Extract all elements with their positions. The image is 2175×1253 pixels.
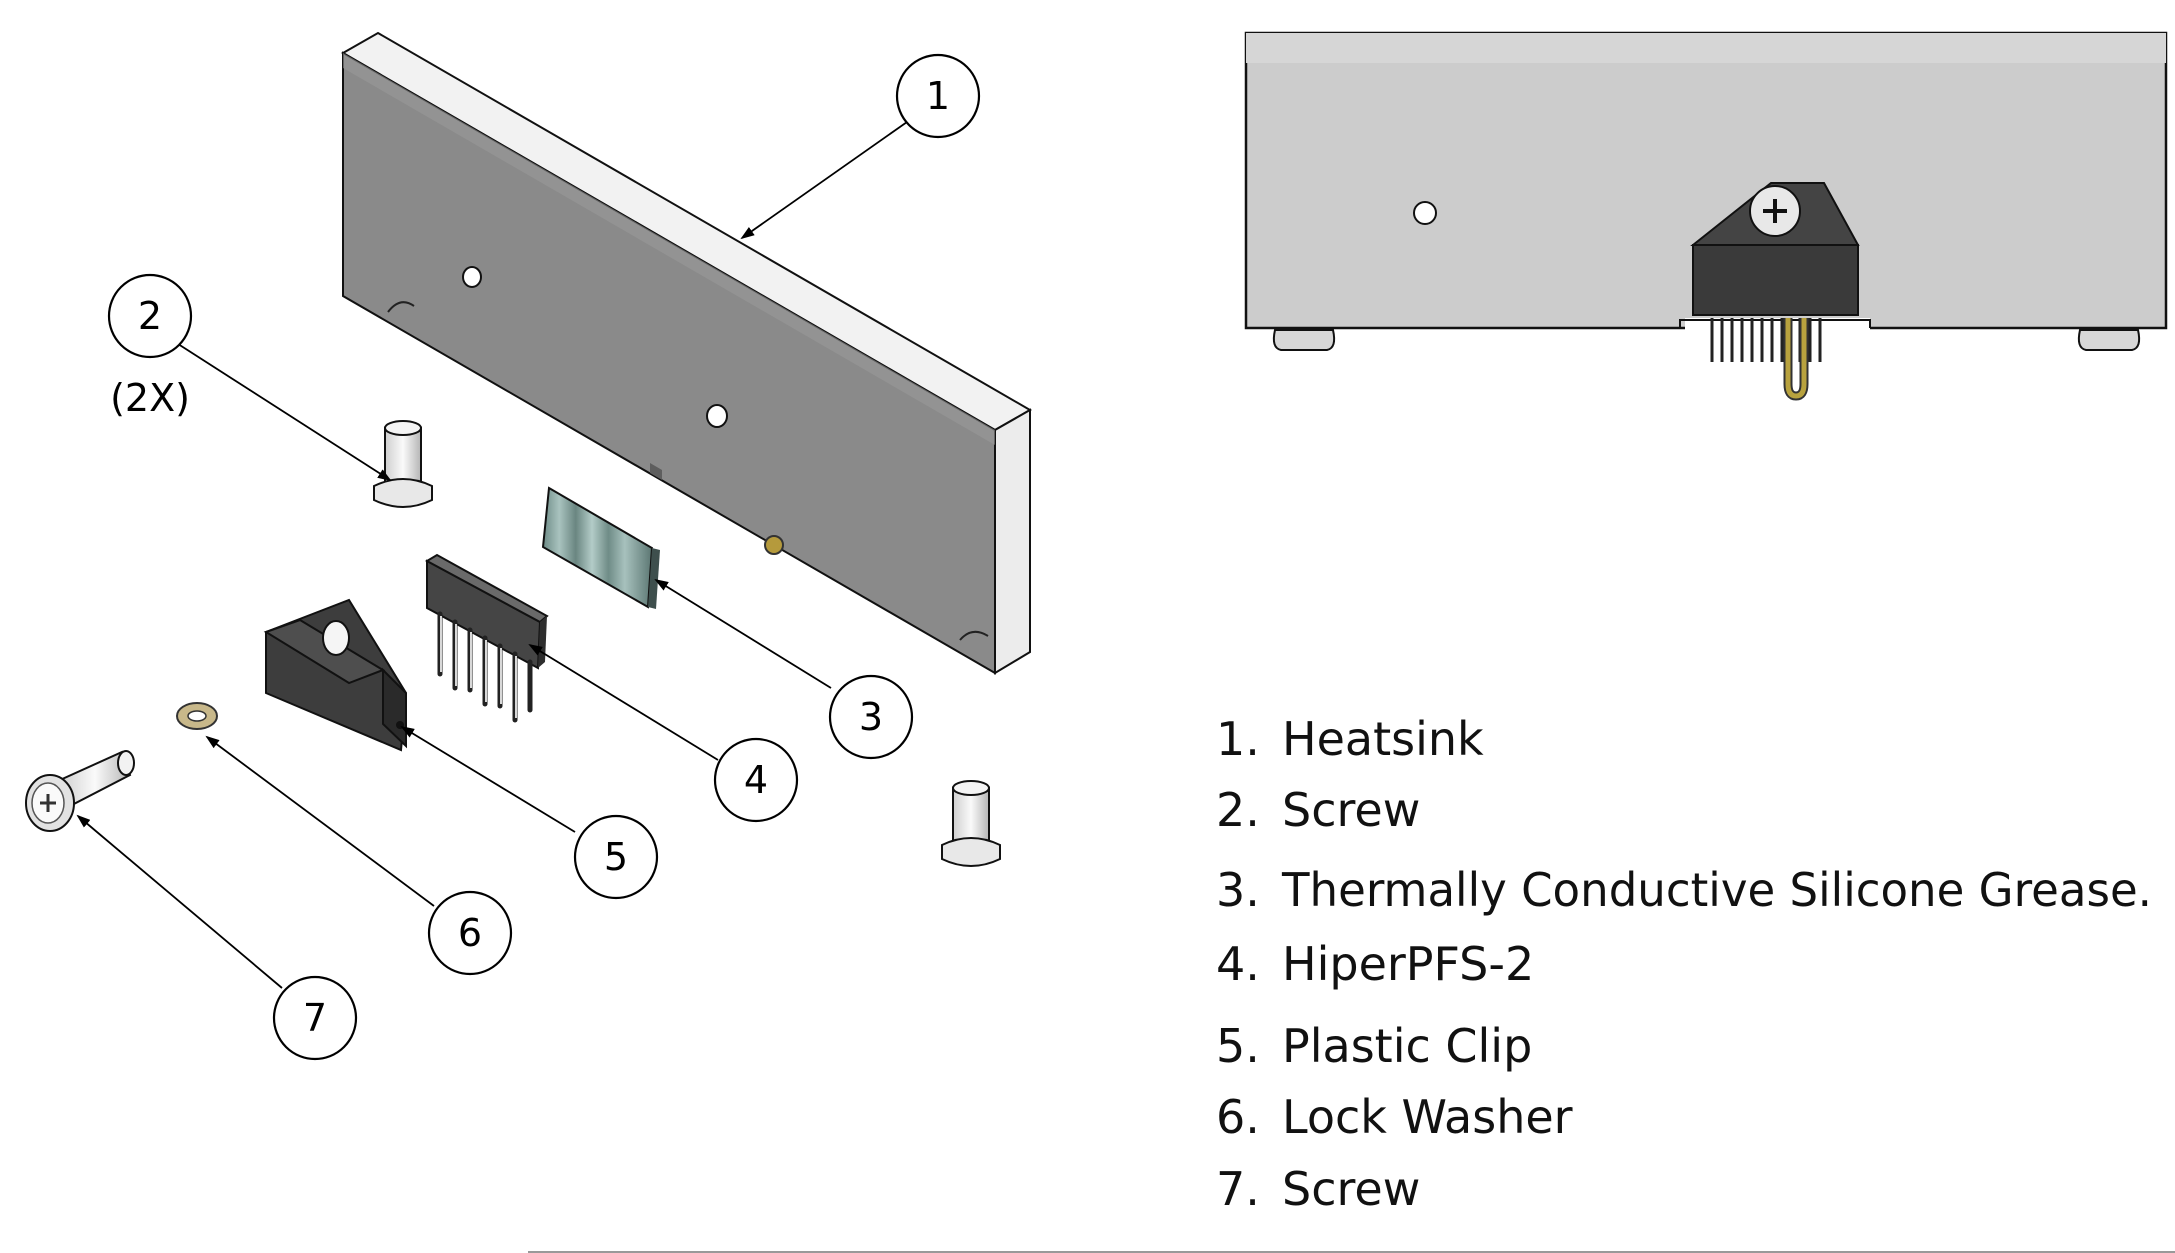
- callout-6-label: 6: [458, 911, 482, 955]
- lock-washer-part: [176, 702, 218, 730]
- legend-item: 5. Plastic Clip: [1216, 1019, 1532, 1073]
- callout-3-label: 3: [859, 695, 883, 739]
- callout-4-label: 4: [744, 758, 768, 802]
- legend-label: Screw: [1282, 783, 1420, 837]
- legend-label: HiperPFS-2: [1282, 937, 1534, 991]
- callout-balloon-1: 1: [895, 53, 981, 139]
- callout-2-label: 2: [138, 294, 162, 338]
- screw-2-part: [373, 420, 433, 508]
- legend-label: Heatsink: [1282, 712, 1484, 766]
- callout-balloon-2: 2: [107, 273, 193, 359]
- legend-item: 1. Heatsink: [1216, 712, 1484, 766]
- screw-2-second-part: [941, 780, 1001, 867]
- legend-number: 4.: [1216, 937, 1260, 991]
- legend-item: 6. Lock Washer: [1216, 1090, 1573, 1144]
- screw-7-part: [25, 750, 135, 832]
- legend-item: 2. Screw: [1216, 783, 1420, 837]
- legend-number: 7.: [1216, 1162, 1260, 1216]
- heatsink-part: [340, 31, 1033, 675]
- legend-number: 1.: [1216, 712, 1260, 766]
- legend-item: 7. Screw: [1216, 1162, 1420, 1216]
- hiperpfs-ic: [424, 553, 549, 723]
- legend-number: 2.: [1216, 783, 1260, 837]
- legend-number: 5.: [1216, 1019, 1260, 1073]
- quantity-note: (2X): [110, 376, 190, 420]
- legend-item: 3. Thermally Conductive Silicone Grease.: [1216, 863, 2152, 917]
- callout-7-label: 7: [303, 996, 327, 1040]
- legend-label: Thermally Conductive Silicone Grease.: [1281, 863, 2152, 917]
- callout-5-label: 5: [604, 835, 628, 879]
- callout-balloon-4: 4: [713, 737, 799, 823]
- callout-balloon-5: 5: [573, 814, 659, 900]
- callout-balloon-7: 7: [272, 975, 358, 1061]
- legend-number: 3.: [1216, 863, 1260, 917]
- legend-item: 4. HiperPFS-2: [1216, 937, 1534, 991]
- leader-lines: [76, 121, 908, 989]
- silicone-grease-pad: [541, 486, 660, 609]
- assembled-front-view: [1244, 31, 2168, 401]
- parts-legend: 1. Heatsink 2. Screw 3. Thermally Conduc…: [1216, 712, 2152, 1216]
- plastic-clip-part: [263, 598, 408, 752]
- callout-1-label: 1: [926, 74, 950, 118]
- legend-label: Lock Washer: [1282, 1090, 1573, 1144]
- callout-balloon-6: 6: [427, 890, 513, 976]
- legend-label: Plastic Clip: [1282, 1019, 1532, 1073]
- legend-number: 6.: [1216, 1090, 1260, 1144]
- callout-balloon-3: 3: [828, 674, 914, 760]
- legend-label: Screw: [1282, 1162, 1420, 1216]
